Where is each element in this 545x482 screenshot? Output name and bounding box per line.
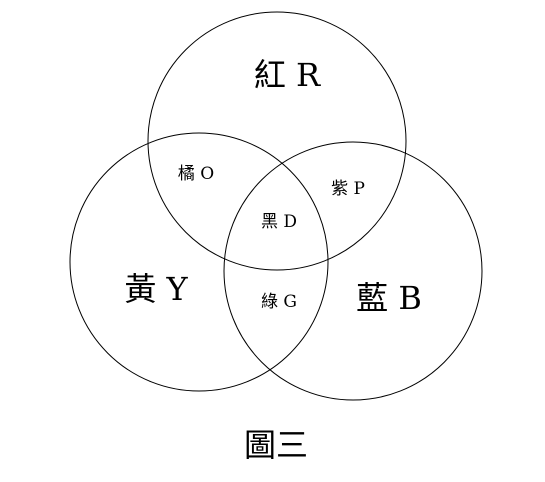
yellow-label: 黃 Y [124, 270, 188, 308]
purple-overlap-label: 紫 P [331, 179, 365, 199]
green-overlap-label: 綠 G [261, 292, 297, 312]
figure-caption: 圖三 [244, 426, 308, 464]
red-circle [147, 11, 407, 271]
blue-label: 藍 B [356, 279, 422, 317]
black-center-label: 黑 D [261, 212, 297, 232]
red-label: 紅 R [254, 56, 321, 94]
blue-circle [223, 141, 483, 401]
yellow-circle [69, 132, 329, 392]
orange-overlap-label: 橘 O [178, 164, 214, 184]
